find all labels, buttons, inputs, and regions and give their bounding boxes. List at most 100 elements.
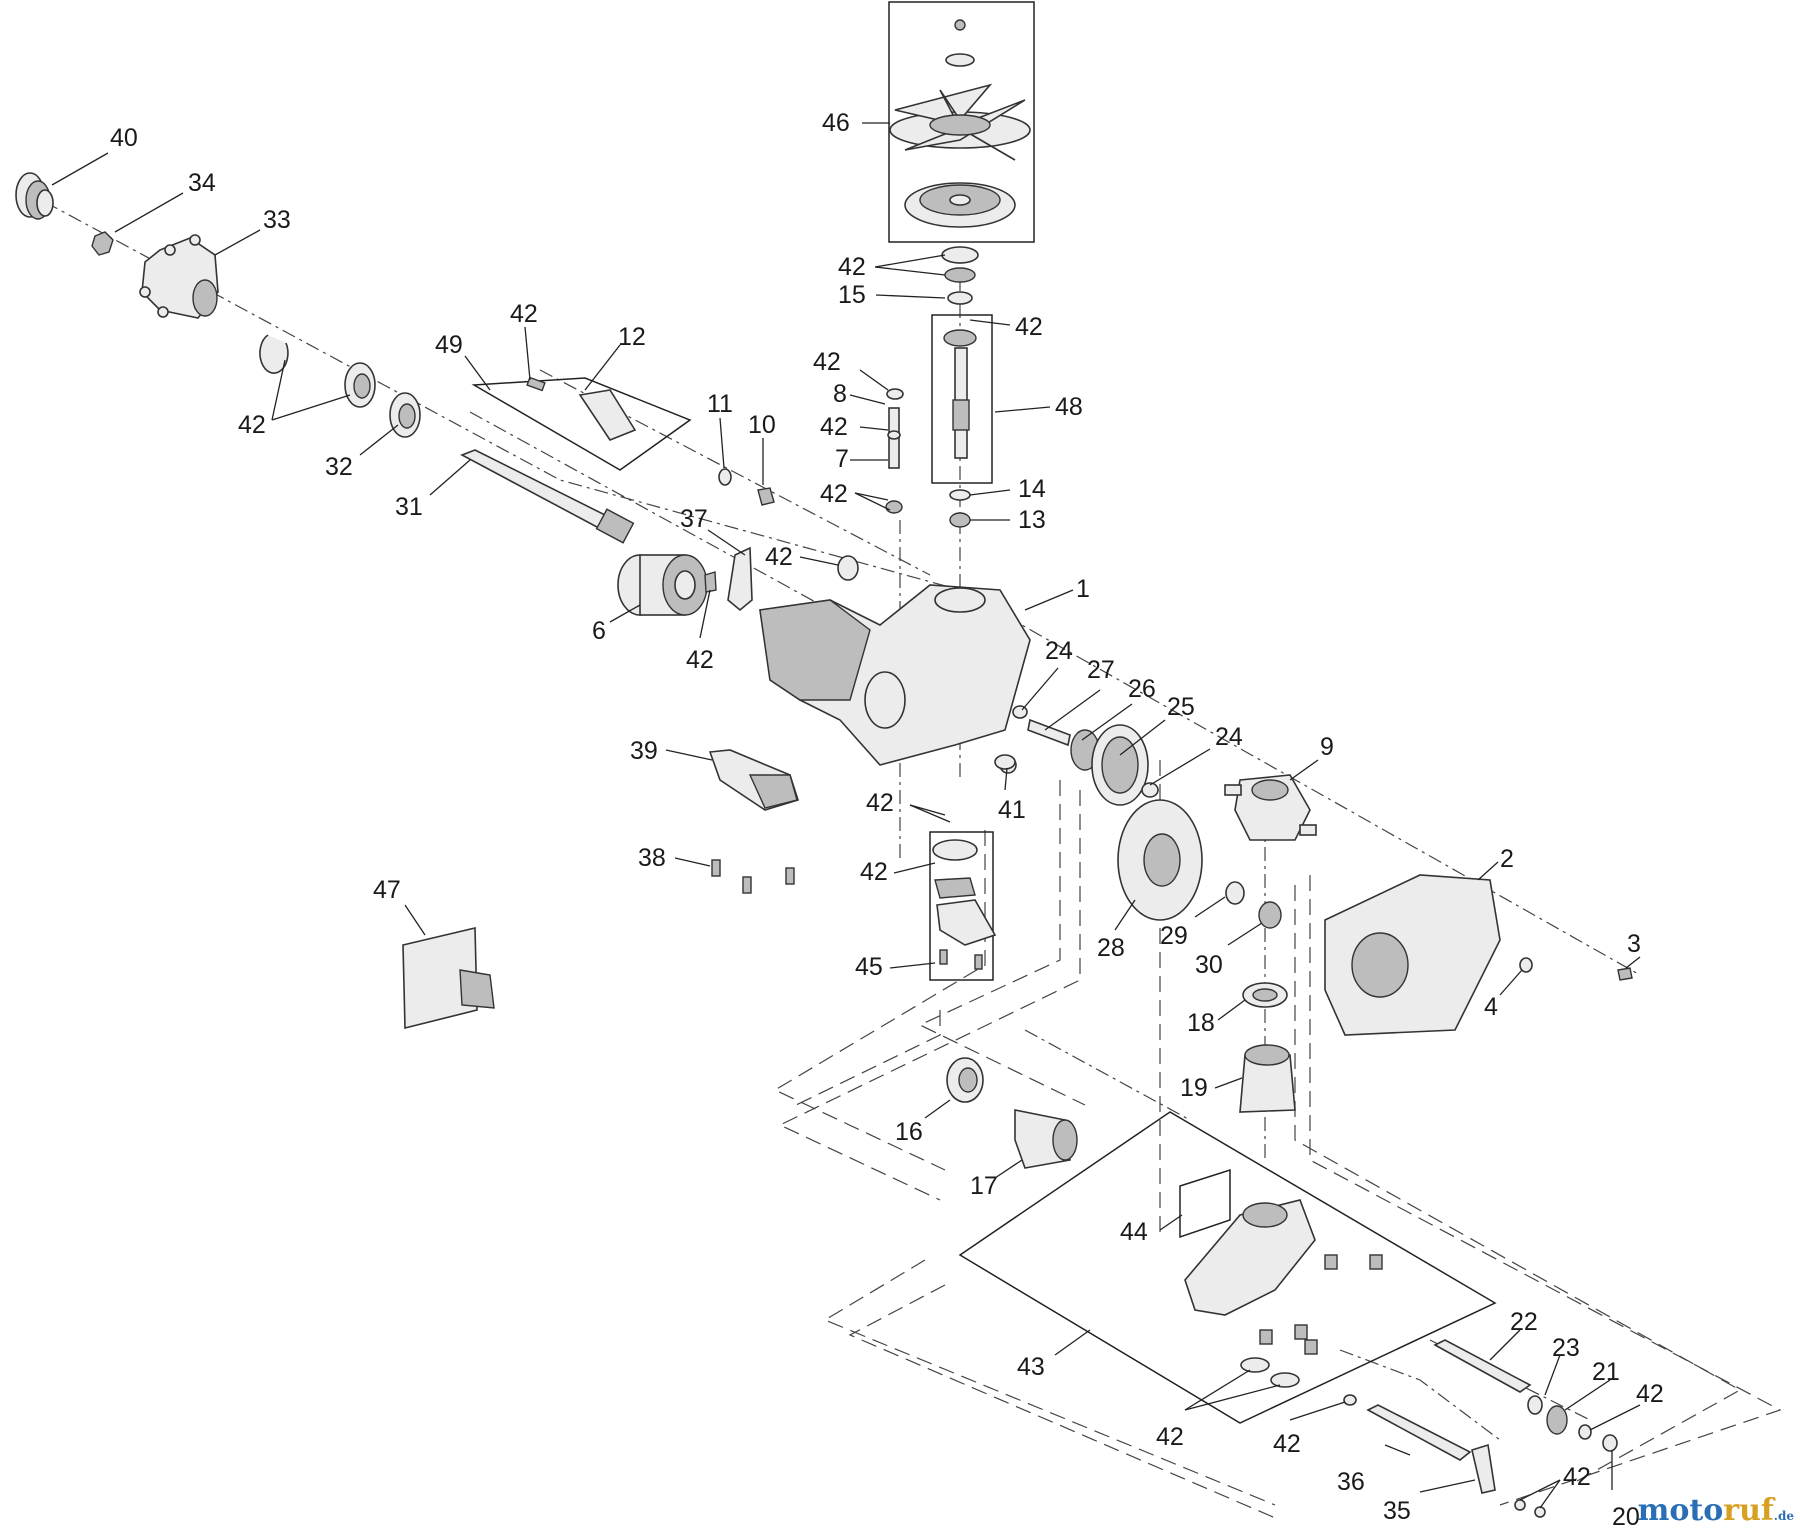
- label-9: 9: [1320, 733, 1334, 761]
- part-42-seal-a: [1240, 1357, 1270, 1373]
- label-49: 49: [435, 331, 463, 359]
- part-4-washer: [1519, 957, 1533, 973]
- label-27: 27: [1087, 656, 1115, 684]
- label-42: 42: [838, 253, 866, 281]
- label-42: 42: [860, 858, 888, 886]
- label-24: 24: [1215, 723, 1243, 751]
- box-49-bracket-kit: [471, 377, 692, 471]
- label-22: 22: [1510, 1308, 1538, 1336]
- part-29-washer: [1225, 881, 1245, 905]
- label-43: 43: [1017, 1353, 1045, 1381]
- part-6-brake: [617, 554, 708, 616]
- label-33: 33: [263, 206, 291, 234]
- part-30-bearing: [1258, 901, 1282, 929]
- part-15-washers: [941, 246, 979, 305]
- box-46-fan-pulley: [888, 1, 1035, 243]
- part-7-8-pin: [885, 388, 904, 514]
- part-18-seal: [1242, 982, 1288, 1008]
- part-22-shaft: [1433, 1339, 1618, 1452]
- label-25: 25: [1167, 693, 1195, 721]
- label-42: 42: [686, 646, 714, 674]
- part-42-seal-b: [1270, 1372, 1300, 1388]
- label-42: 42: [1156, 1423, 1184, 1451]
- part-31-axle: [460, 449, 635, 544]
- label-7: 7: [835, 445, 849, 473]
- label-38: 38: [638, 844, 666, 872]
- part-10-fitting: [757, 487, 775, 506]
- part-45-valve: [932, 839, 997, 970]
- label-37: 37: [680, 505, 708, 533]
- label-39: 39: [630, 737, 658, 765]
- label-44: 44: [1120, 1218, 1148, 1246]
- part-16-seal: [946, 1057, 984, 1103]
- leader-lines: [51, 122, 1641, 1509]
- part-9-differential: [1224, 774, 1317, 841]
- label-42: 42: [510, 300, 538, 328]
- label-1: 1: [1076, 575, 1090, 603]
- label-21: 21: [1592, 1358, 1620, 1386]
- label-32: 32: [325, 453, 353, 481]
- label-47: 47: [373, 876, 401, 904]
- part-40-cap: [15, 172, 54, 220]
- watermark-logo: motoruf.de: [1637, 1493, 1794, 1528]
- label-45: 45: [855, 953, 883, 981]
- part-42-snap-ring: [259, 334, 289, 374]
- label-13: 13: [1018, 506, 1046, 534]
- label-35: 35: [1383, 1497, 1411, 1525]
- label-40: 40: [110, 124, 138, 152]
- box-43-center-section: [958, 1111, 1497, 1424]
- label-42: 42: [820, 480, 848, 508]
- label-42: 42: [765, 543, 793, 571]
- box-48-input-shaft: [931, 314, 993, 484]
- label-24: 24: [1045, 637, 1073, 665]
- label-4: 4: [1484, 993, 1498, 1021]
- part-3-bolt: [1617, 967, 1633, 981]
- part-28-gear: [1117, 799, 1203, 921]
- label-15: 15: [838, 281, 866, 309]
- label-14: 14: [1018, 475, 1046, 503]
- label-19: 19: [1180, 1074, 1208, 1102]
- label-46: 46: [822, 109, 850, 137]
- box-44-check-valve: [1179, 1168, 1231, 1239]
- part-19-cylinder-block: [1239, 1044, 1296, 1113]
- part-1-housing: [759, 584, 1031, 766]
- label-17: 17: [970, 1172, 998, 1200]
- part-47-plate: [402, 926, 495, 1030]
- part-32-bearings: [344, 362, 421, 438]
- label-34: 34: [188, 169, 216, 197]
- label-12: 12: [618, 323, 646, 351]
- part-24-27-26-25-gears: [999, 705, 1159, 806]
- part-39-bracket: [708, 749, 800, 811]
- label-42: 42: [1273, 1430, 1301, 1458]
- part-36-shaft: [1343, 1394, 1472, 1461]
- label-42: 42: [813, 348, 841, 376]
- label-30: 30: [1195, 951, 1223, 979]
- label-42: 42: [1015, 313, 1043, 341]
- part-48-input-shaft: [943, 329, 977, 528]
- box-45-valve-kit: [929, 831, 994, 981]
- label-3: 3: [1627, 930, 1641, 958]
- part-37-arm: [704, 546, 859, 612]
- label-42: 42: [820, 413, 848, 441]
- part-11-washer: [718, 468, 732, 486]
- part-41-spacer: [994, 754, 1016, 770]
- label-18: 18: [1187, 1009, 1215, 1037]
- label-42: 42: [866, 789, 894, 817]
- part-2-cover: [1324, 874, 1501, 1036]
- label-8: 8: [833, 380, 847, 408]
- part-49-bracket: [526, 376, 637, 441]
- part-46-fan-pulley: [889, 19, 1031, 228]
- label-23: 23: [1552, 1334, 1580, 1362]
- label-26: 26: [1128, 675, 1156, 703]
- part-35-arm: [1471, 1443, 1546, 1518]
- part-number-labels: 40 34 33 42 49 12 42 32 31 11 10 42 8 42…: [110, 109, 1664, 1531]
- part-17-cylinder-block: [1014, 1109, 1078, 1169]
- label-42: 42: [238, 411, 266, 439]
- label-6: 6: [592, 617, 606, 645]
- label-41: 41: [998, 796, 1026, 824]
- label-36: 36: [1337, 1468, 1365, 1496]
- part-34-nut: [91, 231, 114, 256]
- label-48: 48: [1055, 393, 1083, 421]
- label-42: 42: [1636, 1380, 1664, 1408]
